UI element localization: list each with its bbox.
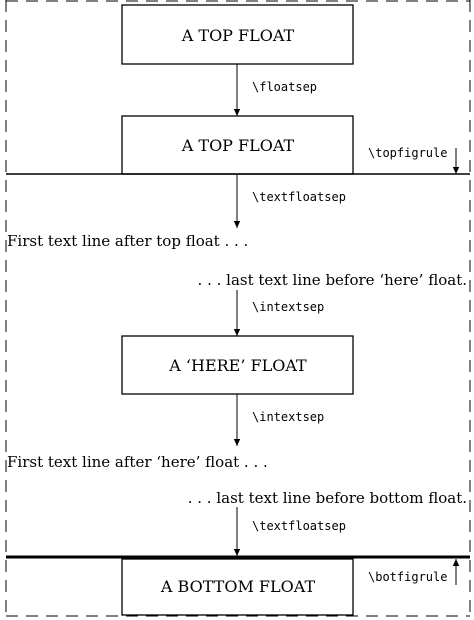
text-line-before-here-float: . . . last text line before ‘here’ float… bbox=[198, 271, 467, 289]
intextsep-below-label: \intextsep bbox=[252, 410, 324, 424]
here-float-label: A ‘HERE’ FLOAT bbox=[168, 356, 307, 375]
botfigrule-label: \botfigrule bbox=[368, 570, 447, 584]
here-float-box bbox=[121, 335, 354, 395]
textfloatsep-top-label: \textfloatsep bbox=[252, 190, 346, 204]
bottom-float-box bbox=[121, 558, 354, 616]
top-float-box-1 bbox=[121, 4, 354, 65]
top-float-label-2: A TOP FLOAT bbox=[181, 136, 295, 155]
top-float-label-1: A TOP FLOAT bbox=[181, 26, 295, 45]
top-float-box-2 bbox=[121, 115, 354, 175]
text-line-after-top-float: First text line after top float . . . bbox=[7, 232, 248, 250]
text-line-after-here-float: First text line after ‘here’ float . . . bbox=[7, 453, 268, 471]
textfloatsep-bottom-label: \textfloatsep bbox=[252, 519, 346, 533]
intextsep-above-label: \intextsep bbox=[252, 300, 324, 314]
text-line-before-bottom-float: . . . last text line before bottom float… bbox=[188, 489, 467, 507]
topfigrule-label: \topfigrule bbox=[368, 146, 447, 160]
bottom-float-label: A BOTTOM FLOAT bbox=[160, 577, 316, 596]
floatsep-label: \floatsep bbox=[252, 80, 317, 94]
